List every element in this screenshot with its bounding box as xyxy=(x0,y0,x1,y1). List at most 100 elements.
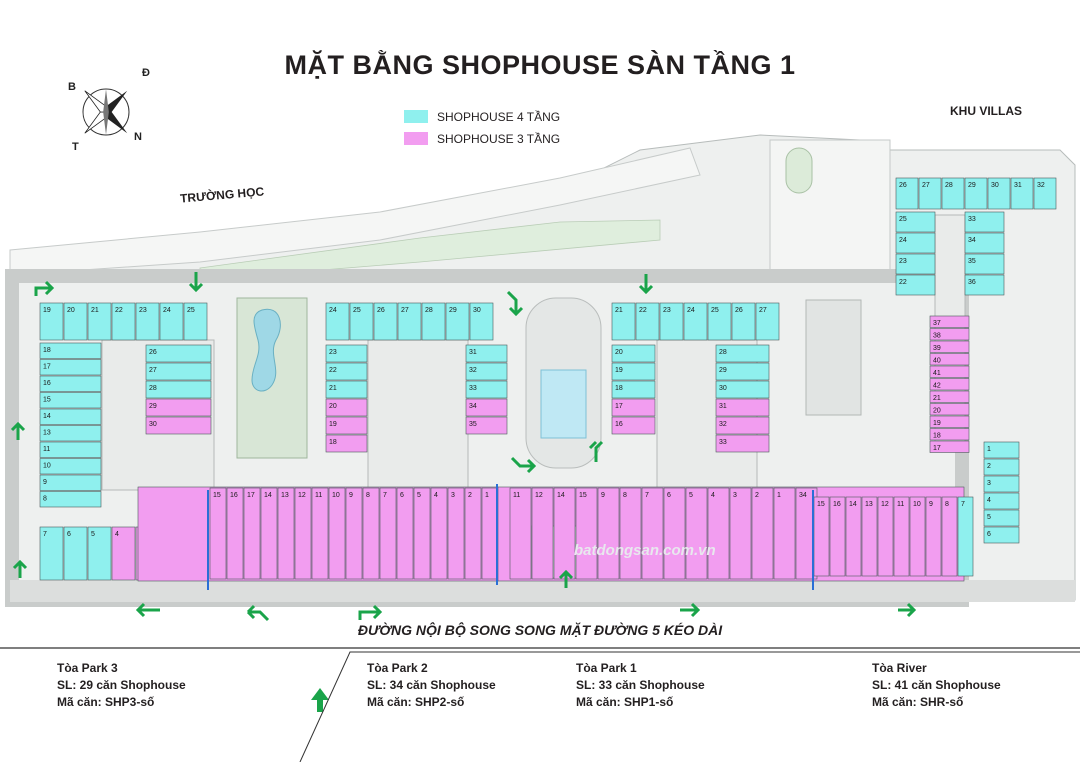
unit-number: 7 xyxy=(383,492,387,499)
shophouse-unit xyxy=(659,302,684,341)
shophouse-unit xyxy=(325,434,368,453)
unit-number: 24 xyxy=(163,307,171,314)
shophouse-unit xyxy=(39,375,102,392)
tower-count: SL: 29 căn Shophouse xyxy=(57,678,186,692)
unit-number: 29 xyxy=(719,367,727,374)
shophouse-unit xyxy=(277,487,295,580)
shophouse-unit xyxy=(941,496,958,577)
shophouse-unit xyxy=(349,302,374,341)
shophouse-unit xyxy=(611,380,656,399)
unit-number: 12 xyxy=(881,501,889,508)
arrow-icon xyxy=(510,456,537,474)
unit-number: 37 xyxy=(933,320,941,327)
shophouse-unit xyxy=(469,302,494,341)
shophouse-unit xyxy=(87,302,112,341)
shophouse-unit xyxy=(929,315,970,328)
unit-number: 11 xyxy=(897,501,904,508)
unit-number: 24 xyxy=(899,237,907,244)
shophouse-unit xyxy=(531,487,554,580)
unit-number: 22 xyxy=(115,307,123,314)
shophouse-unit xyxy=(445,302,470,341)
shophouse-unit xyxy=(877,496,894,577)
shophouse-unit xyxy=(895,274,936,296)
shophouse-unit xyxy=(575,487,598,580)
shophouse-unit xyxy=(929,403,970,416)
arrow-icon xyxy=(358,604,383,620)
shophouse-unit xyxy=(362,487,380,580)
unit-number: 25 xyxy=(899,216,907,223)
shophouse-unit xyxy=(397,302,422,341)
shophouse-unit xyxy=(619,487,642,580)
unit-number: 41 xyxy=(933,370,941,377)
unit-number: 30 xyxy=(149,421,157,428)
big-up-arrow-icon xyxy=(311,688,329,712)
legend-label: SHOPHOUSE 3 TẦNG xyxy=(437,132,561,146)
unit-number: 2 xyxy=(755,492,759,499)
unit-number: 13 xyxy=(281,492,289,499)
unit-number: 5 xyxy=(417,492,421,499)
tower-count: SL: 41 căn Shophouse xyxy=(872,678,1001,692)
unit-number: 8 xyxy=(945,501,949,508)
shophouse-unit xyxy=(111,302,136,341)
unit-number: 10 xyxy=(332,492,340,499)
unit-number: 22 xyxy=(329,367,337,374)
tower-code: Mã căn: SHP1-số xyxy=(576,695,674,709)
info-divider xyxy=(299,651,1080,762)
unit-number: 28 xyxy=(719,349,727,356)
shophouse-unit xyxy=(465,344,508,363)
shophouse-unit xyxy=(707,302,732,341)
shophouse-unit xyxy=(447,487,465,580)
park-1-garden xyxy=(805,299,862,416)
unit-number: 9 xyxy=(601,492,605,499)
shophouse-unit xyxy=(929,415,970,428)
unit-number: 11 xyxy=(513,492,520,499)
tower-code: Mã căn: SHR-số xyxy=(872,695,964,709)
villa-park xyxy=(785,147,813,194)
unit-number: 13 xyxy=(43,430,51,437)
shophouse-unit xyxy=(715,380,770,399)
shophouse-unit xyxy=(893,496,910,577)
shophouse-unit xyxy=(929,353,970,366)
shophouse-unit xyxy=(396,487,414,580)
shophouse-unit xyxy=(373,302,398,341)
shophouse-unit xyxy=(895,177,919,210)
unit-number: 21 xyxy=(91,307,99,314)
shophouse-unit xyxy=(929,378,970,391)
unit-number: 33 xyxy=(469,385,477,392)
unit-number: 8 xyxy=(43,496,47,503)
unit-number: 18 xyxy=(615,385,623,392)
shophouse-unit xyxy=(465,416,508,435)
unit-number: 23 xyxy=(663,307,671,314)
shophouse-unit xyxy=(715,416,770,435)
shophouse-unit xyxy=(509,487,532,580)
unit-number: 38 xyxy=(933,333,941,340)
shophouse-unit xyxy=(964,274,1005,296)
shophouse-unit xyxy=(983,492,1020,510)
shophouse-unit xyxy=(325,398,368,417)
unit-number: 33 xyxy=(968,216,976,223)
tower-name: Tòa Park 2 xyxy=(367,661,428,675)
page-title: MẶT BẰNG SHOPHOUSE SÀN TẦNG 1 xyxy=(284,50,796,80)
shophouse-unit xyxy=(929,365,970,378)
shophouse-unit xyxy=(413,487,431,580)
unit-number: 14 xyxy=(849,501,857,508)
shophouse-unit xyxy=(328,487,346,580)
compass-icon xyxy=(82,88,130,136)
shophouse-unit xyxy=(87,526,112,581)
unit-number: 25 xyxy=(187,307,195,314)
school-area xyxy=(9,147,701,276)
unit-number: 30 xyxy=(991,182,999,189)
shophouse-unit xyxy=(715,362,770,381)
unit-number: 34 xyxy=(799,492,807,499)
shophouse-unit xyxy=(895,211,936,233)
shophouse-unit xyxy=(929,340,970,353)
shophouse-unit xyxy=(641,487,664,580)
shophouse-unit xyxy=(929,440,970,453)
unit-number: 22 xyxy=(639,307,647,314)
unit-number: 23 xyxy=(329,349,337,356)
unit-number: 25 xyxy=(711,307,719,314)
shophouse-unit xyxy=(1010,177,1034,210)
unit-number: 25 xyxy=(353,307,361,314)
shophouse-unit xyxy=(63,302,88,341)
compass-letter: Đ xyxy=(142,67,150,79)
